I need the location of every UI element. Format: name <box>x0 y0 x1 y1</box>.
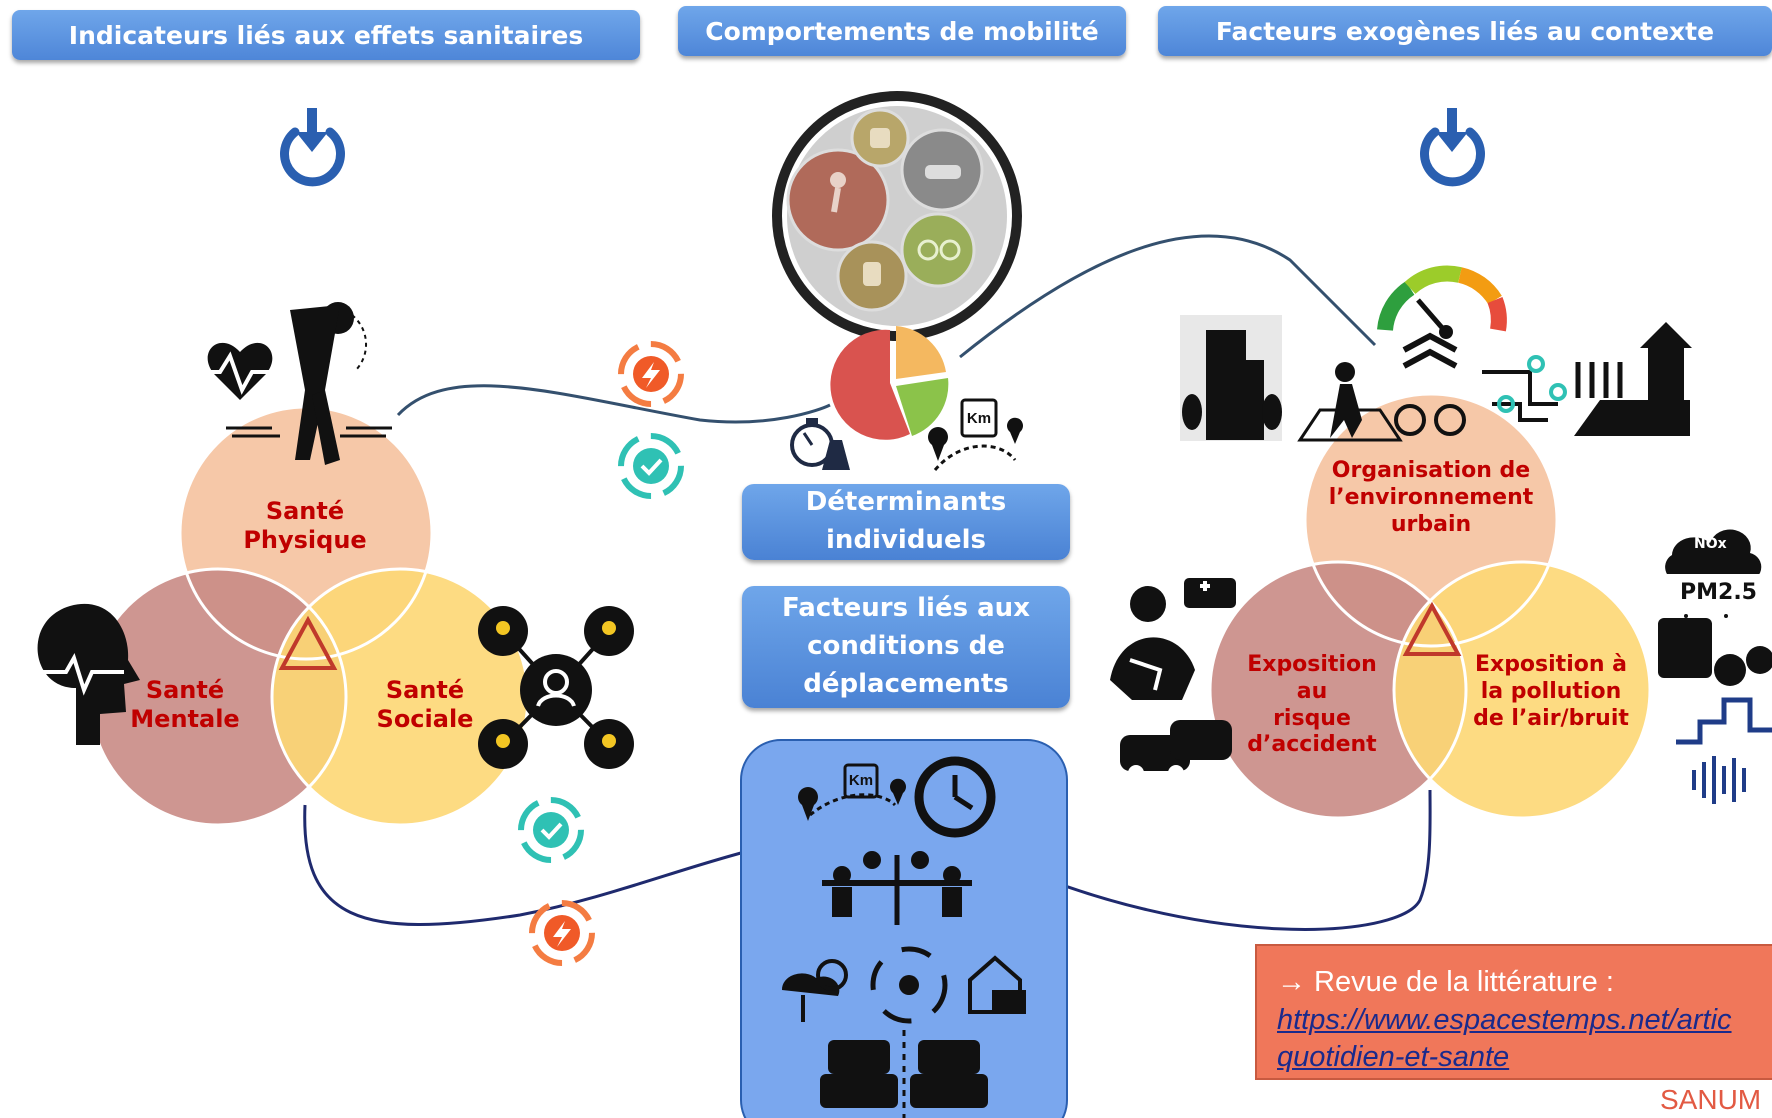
label-pollution-exposure-line-3: de l’air/bruit <box>1473 705 1629 731</box>
label-accident-risk-line-3: d’accident <box>1247 732 1377 758</box>
km-label-top: Km <box>966 410 992 427</box>
label-pollution-exposure-line-1: Exposition à <box>1474 652 1628 677</box>
label-urban-organisation-line-3: urbain <box>1390 511 1472 537</box>
travel-conditions-panel <box>740 739 1068 1118</box>
individual-determinants-box: Déterminants individuels <box>742 484 1070 560</box>
literature-review-link-continued[interactable]: quotidien-et-sante <box>1277 1041 1510 1074</box>
literature-review-link[interactable]: https://www.espacestemps.net/artic <box>1277 1003 1732 1036</box>
label-urban-organisation: Organisation de l’environnement urbain <box>1320 458 1542 538</box>
header-mobility-behaviors-label: Comportements de mobilité <box>705 16 1099 46</box>
nox-label: NOx <box>1694 536 1727 552</box>
label-physical-health: Santé Physique <box>243 497 367 555</box>
mental-health-head-icon <box>37 603 141 745</box>
header-exogenous-factors-label: Facteurs exogènes liés au contexte <box>1215 16 1715 46</box>
stopwatch-flask-icon <box>790 418 850 470</box>
label-mental-health: Santé Mentale <box>120 676 250 735</box>
header-health-indicators: Indicateurs liés aux effets sanitaires <box>12 10 640 60</box>
label-mental-health-line-2: Mentale <box>130 705 240 734</box>
negative-effect-icon-top <box>618 341 684 407</box>
label-accident-risk: Exposition au risque d’accident <box>1230 652 1394 759</box>
down-arrow-icon-left <box>280 108 345 187</box>
determinants-pie-icon <box>830 326 949 440</box>
literature-review-intro: → Revue de la littérature : <box>1277 966 1614 998</box>
positive-effect-icon-bottom <box>518 797 584 863</box>
travel-conditions-factors-box: Facteurs liés aux conditions de déplacem… <box>742 586 1070 708</box>
pollution-icons <box>1658 529 1772 804</box>
label-social-health-line-2: Sociale <box>376 705 474 734</box>
header-mobility-behaviors: Comportements de mobilité <box>678 6 1126 56</box>
context-venn <box>1208 392 1652 820</box>
individual-determinants-line-1: Déterminants <box>805 487 1007 518</box>
mobility-modes-icon <box>772 91 1022 341</box>
connector-physique-determinants <box>396 384 831 424</box>
recycle-icon-left <box>278 615 338 670</box>
header-health-indicators-label: Indicateurs liés aux effets sanitaires <box>68 20 584 50</box>
pm25-label: PM2.5 <box>1680 580 1757 605</box>
label-accident-risk-line-1: Exposition au <box>1247 652 1377 704</box>
travel-conditions-line-3: déplacements <box>803 668 1009 699</box>
label-social-health: Santé Sociale <box>370 676 480 735</box>
label-urban-organisation-line-2: l’environnement <box>1328 484 1534 510</box>
label-pollution-exposure: Exposition à la pollution de l’air/bruit <box>1466 652 1636 732</box>
negative-effect-icon-bottom <box>529 900 595 966</box>
literature-review-box: → Revue de la littérature : https://www.… <box>1255 944 1772 1080</box>
label-urban-organisation-line-1: Organisation de <box>1331 458 1531 483</box>
connector-determinants-context <box>959 234 1377 359</box>
label-accident-risk-line-2: risque <box>1273 705 1351 731</box>
label-social-health-line-1: Santé <box>385 676 465 704</box>
sanum-brand: SANUM <box>1660 1084 1762 1115</box>
down-arrow-icon-right <box>1420 108 1485 187</box>
header-exogenous-factors: Facteurs exogènes liés au contexte <box>1158 6 1772 56</box>
travel-conditions-line-2: conditions de <box>807 631 1005 662</box>
speed-gauge-icon <box>1377 265 1507 339</box>
recycle-icon-right <box>1402 601 1462 656</box>
accident-icons <box>1110 578 1236 781</box>
km-label-panel: Km <box>848 772 874 789</box>
urban-environment-icons <box>1180 315 1692 442</box>
label-mental-health-line-1: Santé <box>145 676 225 704</box>
positive-effect-icon-top <box>618 433 684 499</box>
label-pollution-exposure-line-2: la pollution <box>1480 678 1622 704</box>
physical-activity-icon <box>196 302 392 465</box>
social-network-icon <box>478 606 634 769</box>
health-venn <box>88 405 530 827</box>
travel-conditions-line-1: Facteurs liés aux <box>782 593 1030 624</box>
km-route-icon <box>928 398 1023 471</box>
individual-determinants-line-2: individuels <box>826 525 986 555</box>
